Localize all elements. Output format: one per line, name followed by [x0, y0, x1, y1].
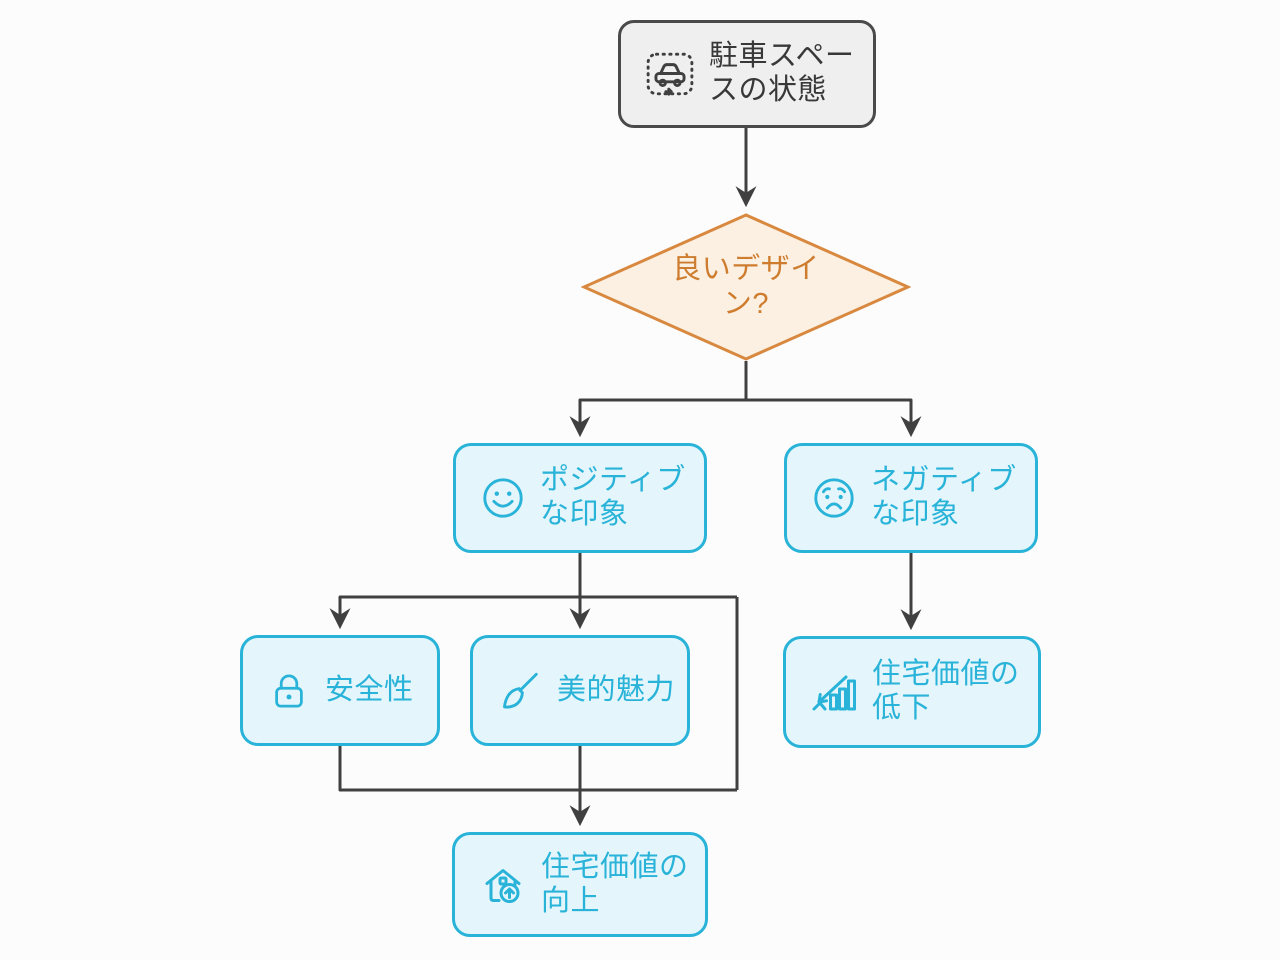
node-aesthetic-appeal: 美的魅力: [470, 635, 690, 746]
house-value-up-icon: [485, 868, 521, 903]
node-value-up-label: 住宅価値の 向上: [541, 851, 689, 919]
node-safety-label: 安全性: [325, 674, 414, 708]
sad-face-icon: [814, 478, 854, 518]
node-aesthetic-label: 美的魅力: [557, 674, 675, 708]
node-label-line: 低下: [872, 692, 932, 724]
lock-icon: [275, 674, 303, 707]
node-label-line: ネガティブ: [871, 464, 1017, 497]
node-label-line: 住宅価値の: [872, 658, 1020, 691]
node-label-line: 安全性: [325, 673, 414, 706]
node-parking-label: 駐車スペー スの状態: [709, 40, 854, 108]
paintbrush-icon: [503, 672, 538, 708]
node-safety: 安全性: [240, 635, 440, 746]
node-parking-space: 駐車スペー スの状態: [618, 20, 876, 128]
node-negative-impression: ネガティブ な印象: [784, 443, 1038, 553]
node-label-line: スの状態: [709, 74, 828, 106]
node-label-line: 美的魅力: [557, 673, 676, 706]
node-label-line: 良いデザイ: [672, 253, 820, 286]
node-label-line: ポジティブ: [540, 464, 686, 497]
edge-positive-safety: [329, 595, 737, 630]
node-positive-label: ポジティブ な印象: [540, 464, 686, 532]
node-positive-impression: ポジティブ な印象: [453, 443, 707, 553]
declining-chart-icon: [812, 675, 856, 711]
node-home-value-decrease: 住宅価値の 低下: [783, 636, 1041, 748]
decision-label: 良いデザイ ン?: [581, 213, 911, 361]
smiley-face-icon: [483, 478, 523, 518]
node-label-line: 向上: [541, 884, 601, 917]
node-good-design-decision: 良いデザイ ン?: [580, 213, 912, 361]
node-label-line: 住宅価値の: [541, 850, 689, 883]
node-negative-label: ネガティブ な印象: [871, 464, 1017, 532]
node-label-line: ン?: [722, 288, 770, 320]
node-label-line: 駐車スペー: [709, 40, 855, 73]
edge-decision-negative: [746, 398, 922, 438]
edge-safety-join: [338, 746, 737, 792]
decision-diamond-shape: [580, 213, 912, 361]
node-home-value-increase: 住宅価値の 向上: [452, 832, 708, 937]
node-label-line: な印象: [871, 498, 960, 530]
edge-decision-positive: [569, 398, 746, 438]
car-parking-icon: [646, 52, 694, 96]
node-value-down-label: 住宅価値の 低下: [872, 658, 1020, 726]
node-label-line: な印象: [540, 498, 629, 530]
